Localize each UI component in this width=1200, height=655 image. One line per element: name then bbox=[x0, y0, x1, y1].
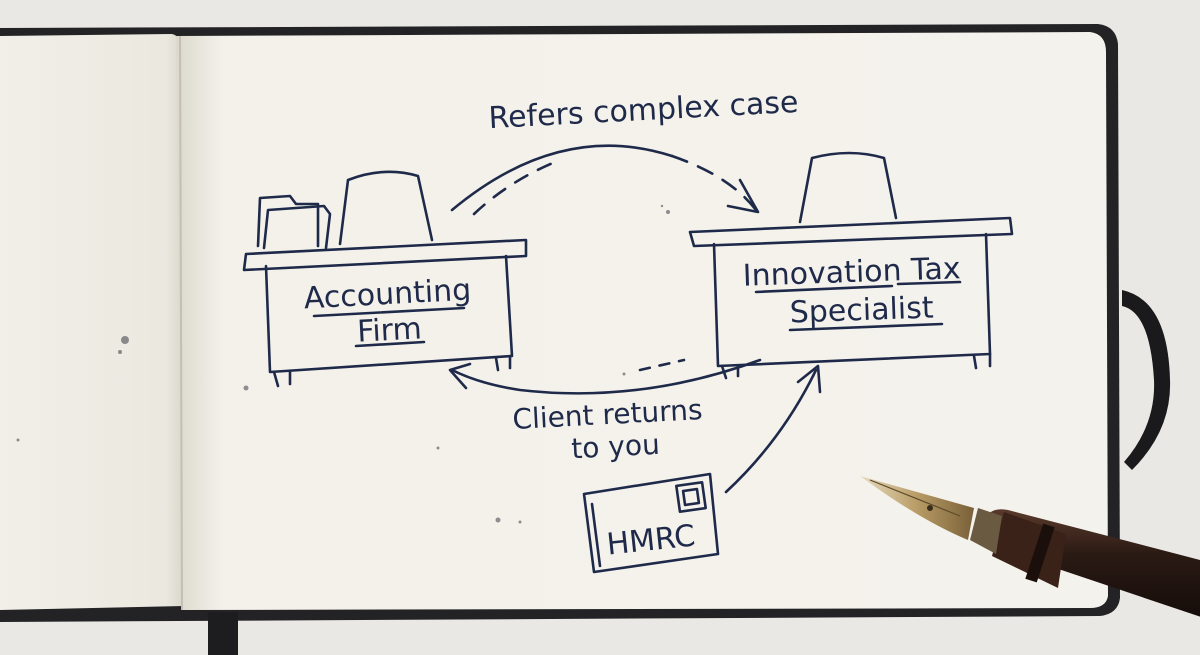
hmrc-to-specialist-arrow bbox=[724, 364, 822, 494]
hmrc-envelope bbox=[582, 472, 720, 574]
elastic-band bbox=[1122, 290, 1171, 470]
fountain-pen-icon bbox=[860, 476, 1200, 617]
specialist-label-line2: Specialist bbox=[789, 290, 934, 330]
gutter bbox=[179, 35, 183, 611]
right-page bbox=[176, 32, 1108, 610]
monitor-icon bbox=[338, 170, 434, 246]
specialist-desk bbox=[688, 151, 1014, 380]
postage-stamp-icon bbox=[675, 481, 707, 513]
ink-smudges bbox=[16, 204, 670, 524]
return-label-line2: to you bbox=[570, 428, 660, 466]
folder-icon bbox=[256, 194, 332, 250]
accounting-firm-label-line2: Firm bbox=[356, 311, 422, 349]
left-page bbox=[0, 34, 184, 610]
specialist-label-line1: Innovation Tax bbox=[742, 251, 961, 294]
return-arrow bbox=[448, 358, 762, 395]
accounting-firm-desk bbox=[242, 170, 528, 388]
ribbon-bookmark bbox=[208, 612, 238, 655]
referral-arrow bbox=[450, 144, 760, 216]
monitor-icon bbox=[798, 151, 898, 224]
